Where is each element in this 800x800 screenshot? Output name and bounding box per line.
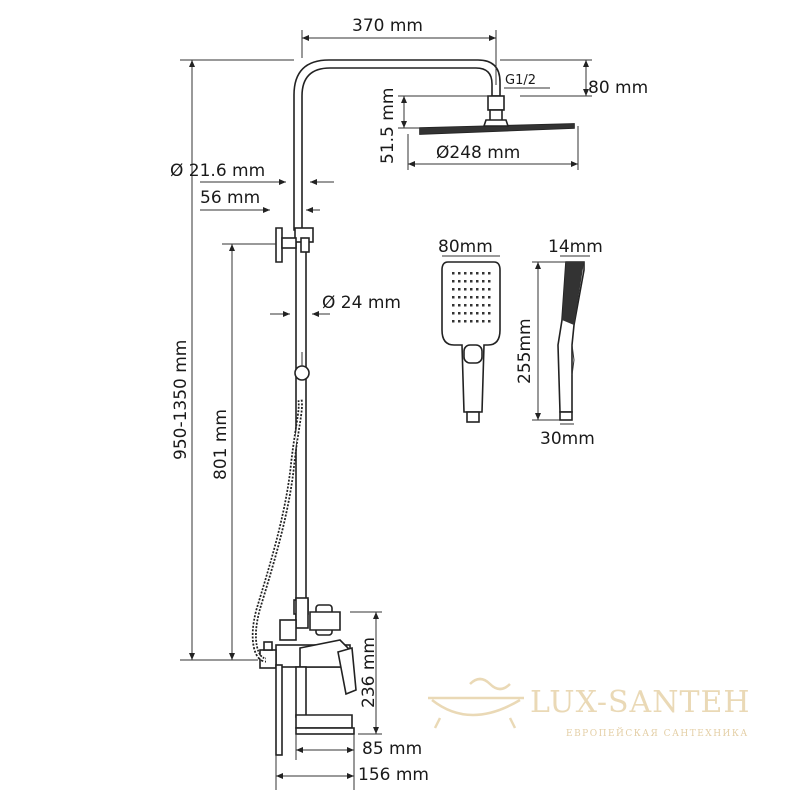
shower-hose [251, 399, 303, 663]
overhead-shower-head [419, 95, 575, 135]
label-hand-depth-bottom: 30mm [540, 429, 595, 449]
label-arm-width: 370 mm [352, 16, 423, 36]
label-head-thickness: 51.5 mm [378, 88, 398, 164]
bathtub-logo-icon [428, 677, 524, 729]
label-pipe-bottom-diameter: Ø 24 mm [322, 293, 401, 313]
mixer-assembly [259, 597, 357, 756]
label-hand-shower-height: 801 mm [211, 409, 231, 480]
label-pipe-top-diameter: Ø 21.6 mm [170, 161, 265, 181]
watermark-tagline: ЕВРОПЕЙСКАЯ САНТЕХНИКА [566, 727, 749, 739]
label-hand-depth-top: 14mm [548, 237, 603, 257]
dimension-lines [180, 30, 592, 790]
watermark: LUX-SANTEH ЕВРОПЕЙСКАЯ САНТЕХНИКА [428, 677, 751, 739]
label-total-height: 950-1350 mm [171, 340, 191, 460]
label-hand-length: 255mm [515, 318, 535, 384]
label-thread: G1/2 [505, 73, 536, 88]
watermark-brand: LUX-SANTEH [530, 685, 751, 720]
shower-column [275, 59, 501, 626]
hand-shower-side [557, 261, 585, 421]
dimension-labels: 370 mm 80 mm G1/2 51.5 mm Ø248 mm Ø 21.6… [170, 16, 648, 785]
label-hand-width: 80mm [438, 237, 493, 257]
label-spout-85: 85 mm [362, 739, 422, 759]
spray-nozzles-icon [452, 272, 491, 323]
label-overhead-height: 80 mm [588, 78, 648, 98]
label-wall-offset: 56 mm [200, 188, 260, 208]
label-mixer-height: 236 mm [359, 637, 379, 708]
label-spout-156: 156 mm [358, 765, 429, 785]
hand-shower-front [441, 261, 501, 423]
label-head-diameter: Ø248 mm [436, 143, 520, 163]
